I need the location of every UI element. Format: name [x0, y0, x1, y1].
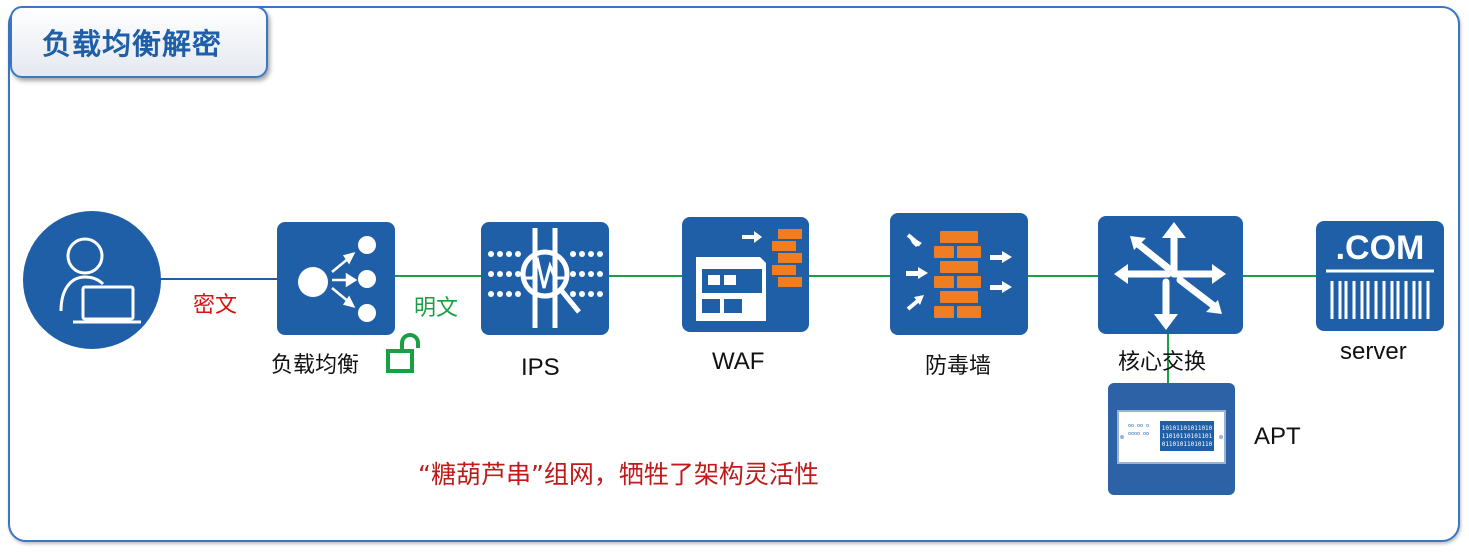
label-firewall: 防毒墙: [925, 354, 992, 379]
page-title: 负载均衡解密: [42, 27, 223, 61]
link-switch-server: [1243, 275, 1318, 277]
note-text: “糖葫芦串”组网，牺牲了架构灵活性: [418, 460, 819, 489]
server-logo-text: .COM: [1336, 229, 1425, 267]
firewall-icon: [906, 231, 1012, 318]
link-ips-waf: [608, 275, 684, 277]
user-laptop-icon: [59, 237, 141, 324]
apt-panel-tiny-1: oo oo o: [1128, 423, 1149, 429]
server-icon: .COM: [1326, 229, 1434, 319]
link-switch-apt: [1167, 333, 1169, 385]
apt-node: 10101101011010 11010110101101 0110101101…: [1108, 383, 1235, 495]
link-fw-switch: [1027, 275, 1099, 277]
label-encrypted: 密文: [193, 293, 238, 318]
apt-panel-line-2: 11010110101101: [1162, 433, 1213, 440]
title-tab: 负载均衡解密: [10, 6, 268, 78]
apt-panel-line-3: 01101011010110: [1162, 441, 1213, 448]
server-node: .COM: [1316, 221, 1444, 331]
label-waf: WAF: [712, 348, 765, 375]
core-switch-node: [1098, 216, 1243, 334]
apt-device-icon: 10101101011010 11010110101101 0110101101…: [1117, 410, 1226, 464]
link-lb-ips: [395, 275, 483, 277]
ips-node: [481, 222, 609, 335]
link-waf-fw: [808, 275, 892, 277]
core-switch-icon: [1114, 222, 1226, 330]
load-balancer-icon: [298, 236, 376, 322]
label-apt: APT: [1254, 423, 1301, 450]
apt-panel-line-1: 10101101011010: [1162, 425, 1213, 432]
unlock-icon: [385, 333, 421, 375]
waf-icon: [696, 229, 802, 321]
label-ips: IPS: [521, 354, 560, 381]
apt-panel-tiny-2: oooo oo: [1128, 431, 1149, 437]
label-plaintext: 明文: [414, 296, 459, 321]
label-server: server: [1340, 338, 1407, 365]
load-balancer-node: [277, 222, 395, 335]
ips-icon: [488, 228, 603, 328]
firewall-node: [890, 213, 1028, 335]
waf-node: [682, 217, 809, 332]
label-core-switch: 核心交换: [1118, 350, 1207, 375]
user-node: [23, 211, 161, 349]
link-user-lb: [160, 278, 280, 280]
label-load-balancer: 负载均衡: [271, 353, 360, 378]
